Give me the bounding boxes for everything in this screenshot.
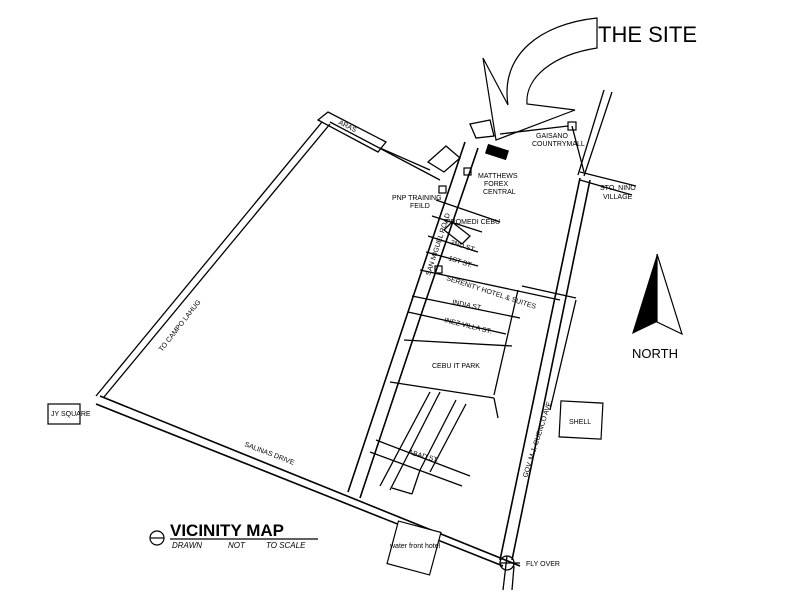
sto-nino-label-1: STO. NINO: [600, 185, 636, 192]
pnp-label-2: FEILD: [410, 203, 430, 210]
gaisano-label-1: GAISANO: [536, 133, 568, 140]
second-st-label: 2ND ST.: [449, 239, 476, 254]
sub-not: NOT: [228, 541, 246, 550]
matthews-label-1: MATTHEWS: [478, 173, 518, 180]
north-label: NORTH: [632, 346, 678, 361]
map-title-block: VICINITY MAP DRAWN NOT TO SCALE: [149, 521, 318, 550]
matthews-marker: [463, 167, 472, 176]
promedi-label: PROMEDI CEBU: [446, 219, 500, 226]
pnp-marker: [438, 185, 447, 194]
sto-nino-label-2: VILLAGE: [603, 194, 633, 201]
inez-label: INEZ VILLA ST.: [444, 317, 493, 336]
sub-drawn: DRAWN: [172, 541, 202, 550]
sub-scale: TO SCALE: [266, 541, 306, 550]
india-label: INDIA ST.: [452, 299, 483, 312]
campo-label: TO CAMPO LAHUG: [158, 299, 202, 353]
matthews-label-2: FOREX: [484, 181, 508, 188]
first-st-label: 1ST ST.: [447, 255, 473, 269]
curved-pointer-arrow-icon: [482, 17, 598, 141]
cebu-it-label: CEBU IT PARK: [432, 363, 480, 370]
pnp-label-1: PNP TRAINING: [392, 195, 442, 202]
salinas-label: SALINAS DRIVE: [243, 441, 295, 467]
site-title: THE SITE: [598, 22, 697, 47]
north-arrow-icon: [632, 253, 683, 336]
gov-cuenco-label: GOV. M.J. CUENCO AVE.: [522, 399, 554, 479]
jy-square-box: [47, 403, 81, 425]
matthews-label-3: CENTRAL: [483, 189, 516, 196]
map-title: VICINITY MAP: [170, 521, 284, 540]
waterfront-box: [386, 520, 442, 576]
flyover-label: FLY OVER: [526, 561, 560, 568]
site-marker-icon: [484, 143, 510, 161]
shell-box: [558, 400, 604, 440]
waterfront-label: water front hotel: [389, 543, 441, 550]
jy-square-label: JY SQUARE: [51, 411, 91, 418]
shell-label: SHELL: [569, 419, 591, 426]
road-network: [95, 89, 637, 591]
gaisano-label-2: COUNTRYMALL: [532, 141, 585, 148]
